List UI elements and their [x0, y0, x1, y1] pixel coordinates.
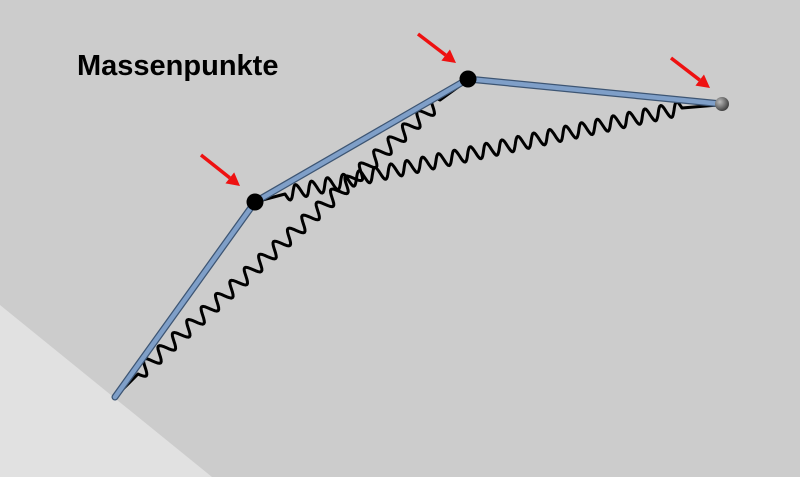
red-arrow-shaft: [669, 56, 701, 82]
rod: [112, 199, 258, 400]
red-arrow-head-icon: [695, 74, 710, 88]
spring-node-to-end: [254, 100, 719, 204]
red-arrow-head-icon: [225, 172, 240, 186]
red-arrow-shaft: [199, 153, 231, 180]
red-arrow-head-icon: [441, 49, 456, 63]
rod: [252, 76, 471, 205]
mass-point: [246, 193, 264, 211]
mass-point: [459, 70, 477, 88]
title: Massenpunkte: [77, 50, 279, 82]
rod: [465, 76, 725, 107]
end-mass-point: [715, 97, 729, 111]
red-arrow-shaft: [416, 32, 447, 57]
ground-slope: [0, 305, 212, 477]
spring-base-to-top: [113, 80, 466, 399]
